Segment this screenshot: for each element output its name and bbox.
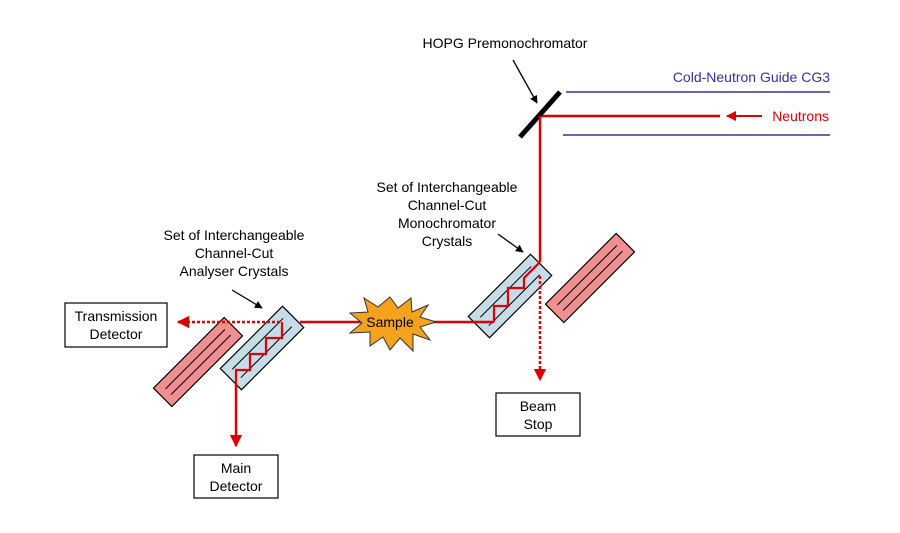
mono-label-4: Crystals — [422, 233, 473, 249]
main-label-1: Main — [221, 460, 251, 476]
monochromator-reflections — [492, 261, 541, 322]
mono-label-3: Monochromator — [398, 215, 496, 231]
hopg-premonochromator — [518, 90, 562, 139]
transmission-detector-box — [64, 302, 168, 348]
main-detector-box — [193, 454, 279, 499]
main-label-2: Detector — [210, 478, 263, 494]
monochromator-spare-crystal — [544, 232, 636, 324]
analyser-pointer — [231, 289, 263, 309]
transmission-label-2: Detector — [90, 326, 143, 342]
analyser-label-3: Analyser Crystals — [180, 263, 289, 279]
beamstop-label-2: Stop — [524, 416, 553, 432]
analyser-crystal — [219, 305, 305, 391]
neutrons-label: Neutrons — [772, 108, 829, 124]
premono-label: HOPG Premonochromator — [423, 35, 588, 51]
mono-label-2: Channel-Cut — [408, 197, 487, 213]
sample-burst — [348, 296, 438, 353]
mono-label-1: Set of Interchangeable — [377, 179, 518, 195]
guide-label: Cold-Neutron Guide CG3 — [673, 69, 830, 85]
transmission-label-1: Transmission — [75, 308, 158, 324]
analyser-spare-crystal — [152, 316, 244, 408]
analyser-reflections — [234, 322, 284, 384]
analyser-label-2: Channel-Cut — [195, 245, 274, 261]
beam-stop-box — [495, 392, 581, 437]
analyser-label-1: Set of Interchangeable — [164, 227, 305, 243]
monochromator-crystal — [467, 253, 553, 339]
mono-pointer — [497, 233, 524, 253]
sample-label: Sample — [366, 314, 414, 330]
premono-pointer — [512, 59, 538, 104]
beamstop-label-1: Beam — [520, 398, 557, 414]
